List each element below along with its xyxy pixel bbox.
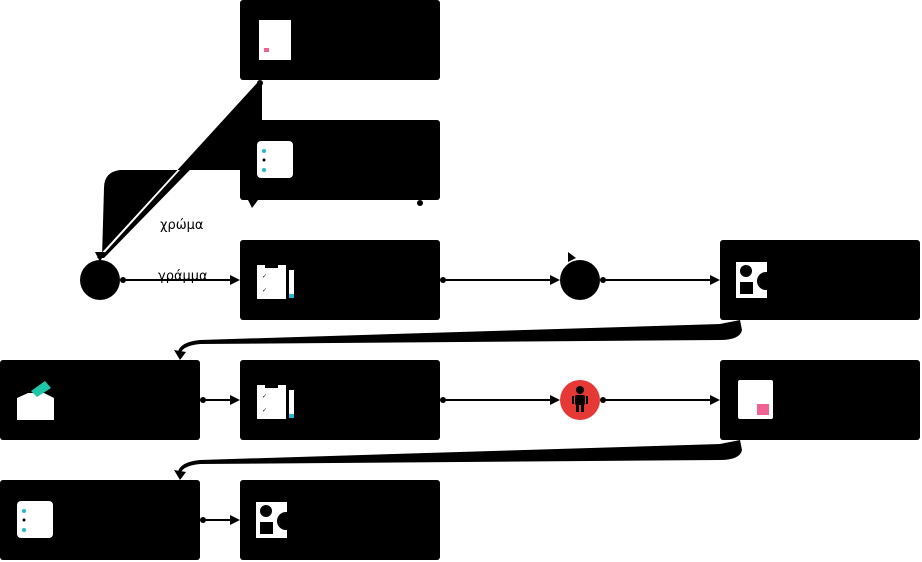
card-icon (738, 380, 773, 419)
connectors (97, 82, 742, 521)
upper-label: χρώμα (160, 218, 204, 233)
list-icon (17, 501, 53, 538)
port-list-top-out[interactable] (417, 200, 423, 206)
arrow-into-clipboard-1 (230, 275, 240, 285)
arrow-into-start (95, 252, 105, 262)
port-merge-out[interactable] (600, 277, 606, 283)
arrow-into-person (550, 395, 560, 405)
port-start-out[interactable] (120, 277, 126, 283)
arrow-into-clipboard-2 (230, 395, 240, 405)
svg-text:✓: ✓ (262, 273, 267, 280)
arrow-into-card (710, 395, 720, 405)
ballot-box-icon (17, 381, 54, 420)
shapes-icon (736, 262, 775, 298)
arrow-into-merge (550, 275, 560, 285)
arrow-into-shapes-1 (710, 275, 720, 285)
arrow-into-list (174, 470, 186, 480)
person-icon (572, 386, 588, 412)
shapes-node-2[interactable] (240, 480, 440, 560)
port-person-out[interactable] (600, 397, 606, 403)
shapes-node-1[interactable] (720, 240, 920, 320)
list-icon (257, 141, 293, 178)
arrow-list-top (248, 200, 258, 208)
port-clipboard-1-out[interactable] (440, 277, 446, 283)
start-circle[interactable] (80, 260, 120, 300)
clipboard-node-2[interactable]: ✓ ✓ (240, 360, 440, 440)
connector-wedge (100, 84, 262, 258)
svg-text:✓: ✓ (262, 407, 267, 414)
ballot-node[interactable] (0, 360, 200, 440)
port-list-bottom-out[interactable] (200, 517, 206, 523)
arrow-into-shapes-2 (230, 515, 240, 525)
port-document-out[interactable] (257, 80, 263, 86)
arrow-merge-top (568, 252, 576, 262)
pink-card-node[interactable] (720, 360, 920, 440)
svg-text:✓: ✓ (262, 287, 267, 294)
port-clipboard-2-out[interactable] (440, 397, 446, 403)
lower-label: γράμμα (158, 269, 208, 284)
clipboard-node-1[interactable]: ✓ ✓ (240, 240, 440, 320)
svg-text:✓: ✓ (262, 393, 267, 400)
person-circle[interactable] (560, 380, 600, 420)
merge-circle[interactable] (560, 260, 600, 300)
document-node[interactable] (240, 0, 440, 80)
document-icon (259, 20, 291, 60)
list-node-bottom[interactable] (0, 480, 200, 560)
arrowheads (95, 200, 720, 525)
connector-card-to-list (178, 440, 742, 476)
list-node-top[interactable] (240, 120, 440, 200)
shapes-icon (256, 502, 295, 538)
arrow-into-ballot (174, 350, 186, 360)
clipboard-icon: ✓ ✓ (257, 383, 294, 419)
port-ballot-out[interactable] (200, 397, 206, 403)
clipboard-icon: ✓ ✓ (257, 263, 294, 299)
connector-shapes-to-ballot (178, 320, 742, 356)
